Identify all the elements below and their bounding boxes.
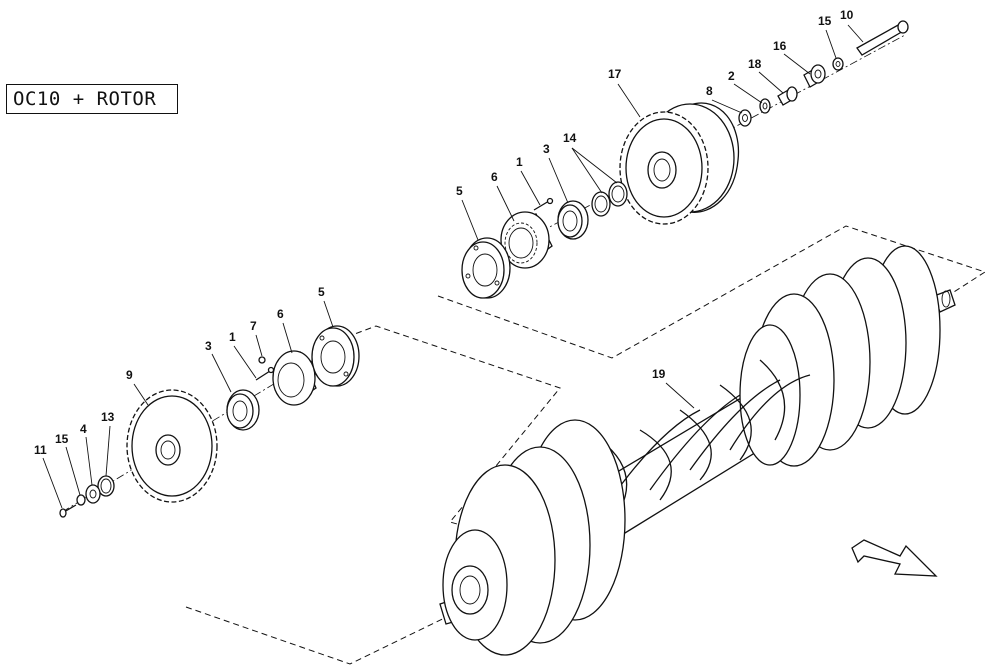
screw-part[interactable] bbox=[255, 366, 275, 381]
callout-label: 6 bbox=[491, 170, 498, 184]
bolt-part[interactable] bbox=[856, 20, 909, 56]
bearing-part[interactable] bbox=[557, 200, 589, 240]
callout-label: 10 bbox=[840, 8, 854, 22]
bushing-part[interactable] bbox=[777, 86, 798, 106]
callout-label: 14 bbox=[563, 131, 577, 145]
callout-label: 19 bbox=[652, 367, 666, 381]
callout-label: 6 bbox=[277, 307, 284, 321]
callout-label: 3 bbox=[205, 339, 212, 353]
washer-part[interactable] bbox=[738, 109, 752, 127]
bolt-part[interactable] bbox=[59, 504, 77, 518]
flange-part[interactable] bbox=[461, 237, 511, 299]
cap-part[interactable] bbox=[803, 64, 826, 88]
washer-part[interactable] bbox=[76, 494, 86, 506]
ring-part[interactable] bbox=[591, 191, 611, 217]
washer-part[interactable] bbox=[85, 484, 101, 504]
callout-label: 1 bbox=[516, 155, 523, 169]
leader-lines bbox=[42, 24, 864, 509]
direction-arrow-icon bbox=[851, 539, 938, 577]
callout-labels: 10 15 16 18 2 8 17 14 3 1 6 5 19 5 6 7 1… bbox=[34, 8, 854, 457]
callout-label: 15 bbox=[55, 432, 69, 446]
callout-label: 9 bbox=[126, 368, 133, 382]
assembly-title: OC10 + ROTOR bbox=[6, 84, 178, 114]
bearing-housing-part[interactable] bbox=[500, 211, 553, 269]
sprocket-part[interactable] bbox=[126, 389, 218, 503]
callout-label: 5 bbox=[318, 285, 325, 299]
callout-label: 7 bbox=[250, 319, 257, 333]
callout-label: 8 bbox=[706, 84, 713, 98]
callout-label: 13 bbox=[101, 410, 115, 424]
callout-label: 3 bbox=[543, 142, 550, 156]
sprocket-part[interactable] bbox=[619, 102, 740, 225]
callout-label: 18 bbox=[748, 57, 762, 71]
bearing-housing-part[interactable] bbox=[272, 350, 317, 406]
callout-label: 17 bbox=[608, 67, 622, 81]
rotor-part[interactable] bbox=[439, 245, 956, 656]
ring-part[interactable] bbox=[608, 181, 628, 207]
callout-label: 4 bbox=[80, 422, 87, 436]
pin-part[interactable] bbox=[258, 356, 266, 364]
callout-label: 2 bbox=[728, 69, 735, 83]
flange-part[interactable] bbox=[311, 325, 360, 387]
callout-label: 1 bbox=[229, 330, 236, 344]
assembly-guide-lines bbox=[185, 225, 987, 665]
callout-label: 5 bbox=[456, 184, 463, 198]
screw-part[interactable] bbox=[533, 197, 554, 211]
callout-label: 15 bbox=[818, 14, 832, 28]
washer-part[interactable] bbox=[832, 57, 844, 71]
callout-label: 11 bbox=[34, 443, 47, 457]
callout-label: 16 bbox=[773, 39, 787, 53]
bearing-part[interactable] bbox=[226, 389, 260, 431]
washer-part[interactable] bbox=[759, 98, 771, 114]
